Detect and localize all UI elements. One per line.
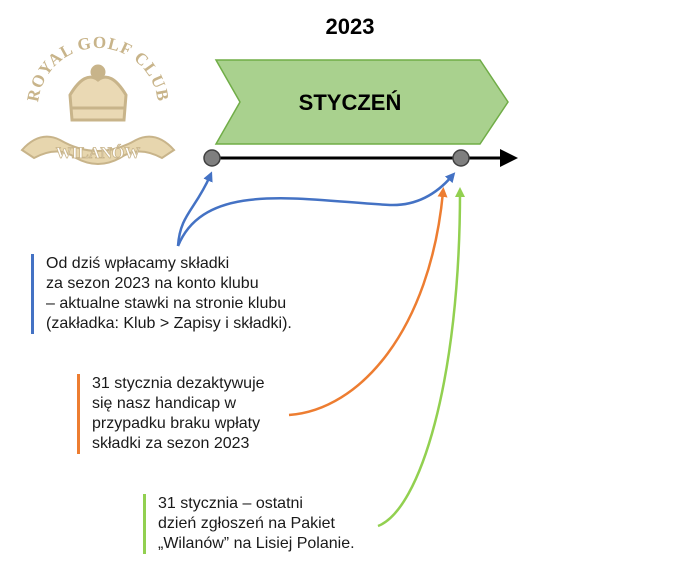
connector-blue-to-start	[176, 171, 213, 247]
note-package-deadline: 31 stycznia – ostatni dzień zgłoszeń na …	[143, 494, 355, 554]
note-line: składki za sezon 2023	[92, 435, 250, 452]
timeline-start-marker	[203, 149, 221, 167]
note-line: „Wilanów” na Lisiej Polanie.	[158, 535, 355, 552]
logo-banner-text: WILANÓW	[56, 143, 140, 162]
note-line: 31 stycznia dezaktywuje	[92, 375, 265, 392]
crown-icon	[68, 64, 128, 122]
note-dues-payment: Od dziś wpłacamy składki za sezon 2023 n…	[31, 254, 292, 334]
timeline-end-marker	[452, 149, 470, 167]
note-line: dzień zgłoszeń na Pakiet	[158, 515, 335, 532]
month-label: STYCZEŃ	[299, 90, 402, 115]
month-chevron	[214, 59, 509, 145]
note-line: się nasz handicap w	[92, 395, 237, 412]
note-line: 31 stycznia – ostatni	[158, 495, 303, 512]
note-line: – aktualne stawki na stronie klubu	[46, 295, 287, 312]
timeline-arrowhead-icon	[500, 149, 518, 167]
year-title: 2023	[325, 14, 375, 39]
note-line: przypadku braku wpłaty	[92, 415, 261, 432]
note-line: za sezon 2023 na konto klubu	[46, 275, 259, 292]
connector-blue-to-end	[176, 172, 456, 247]
note-line: Od dziś wpłacamy składki	[46, 255, 230, 272]
note-line: (zakładka: Klub > Zapisy i składki).	[46, 315, 292, 332]
note-handicap-deactivation: 31 stycznia dezaktywuje się nasz handica…	[77, 374, 265, 454]
club-logo: ROYAL GOLF CLUB WILANÓW	[20, 33, 176, 165]
logo-banner-icon	[20, 135, 176, 165]
connector-orange	[288, 187, 448, 417]
connector-green	[377, 187, 465, 528]
